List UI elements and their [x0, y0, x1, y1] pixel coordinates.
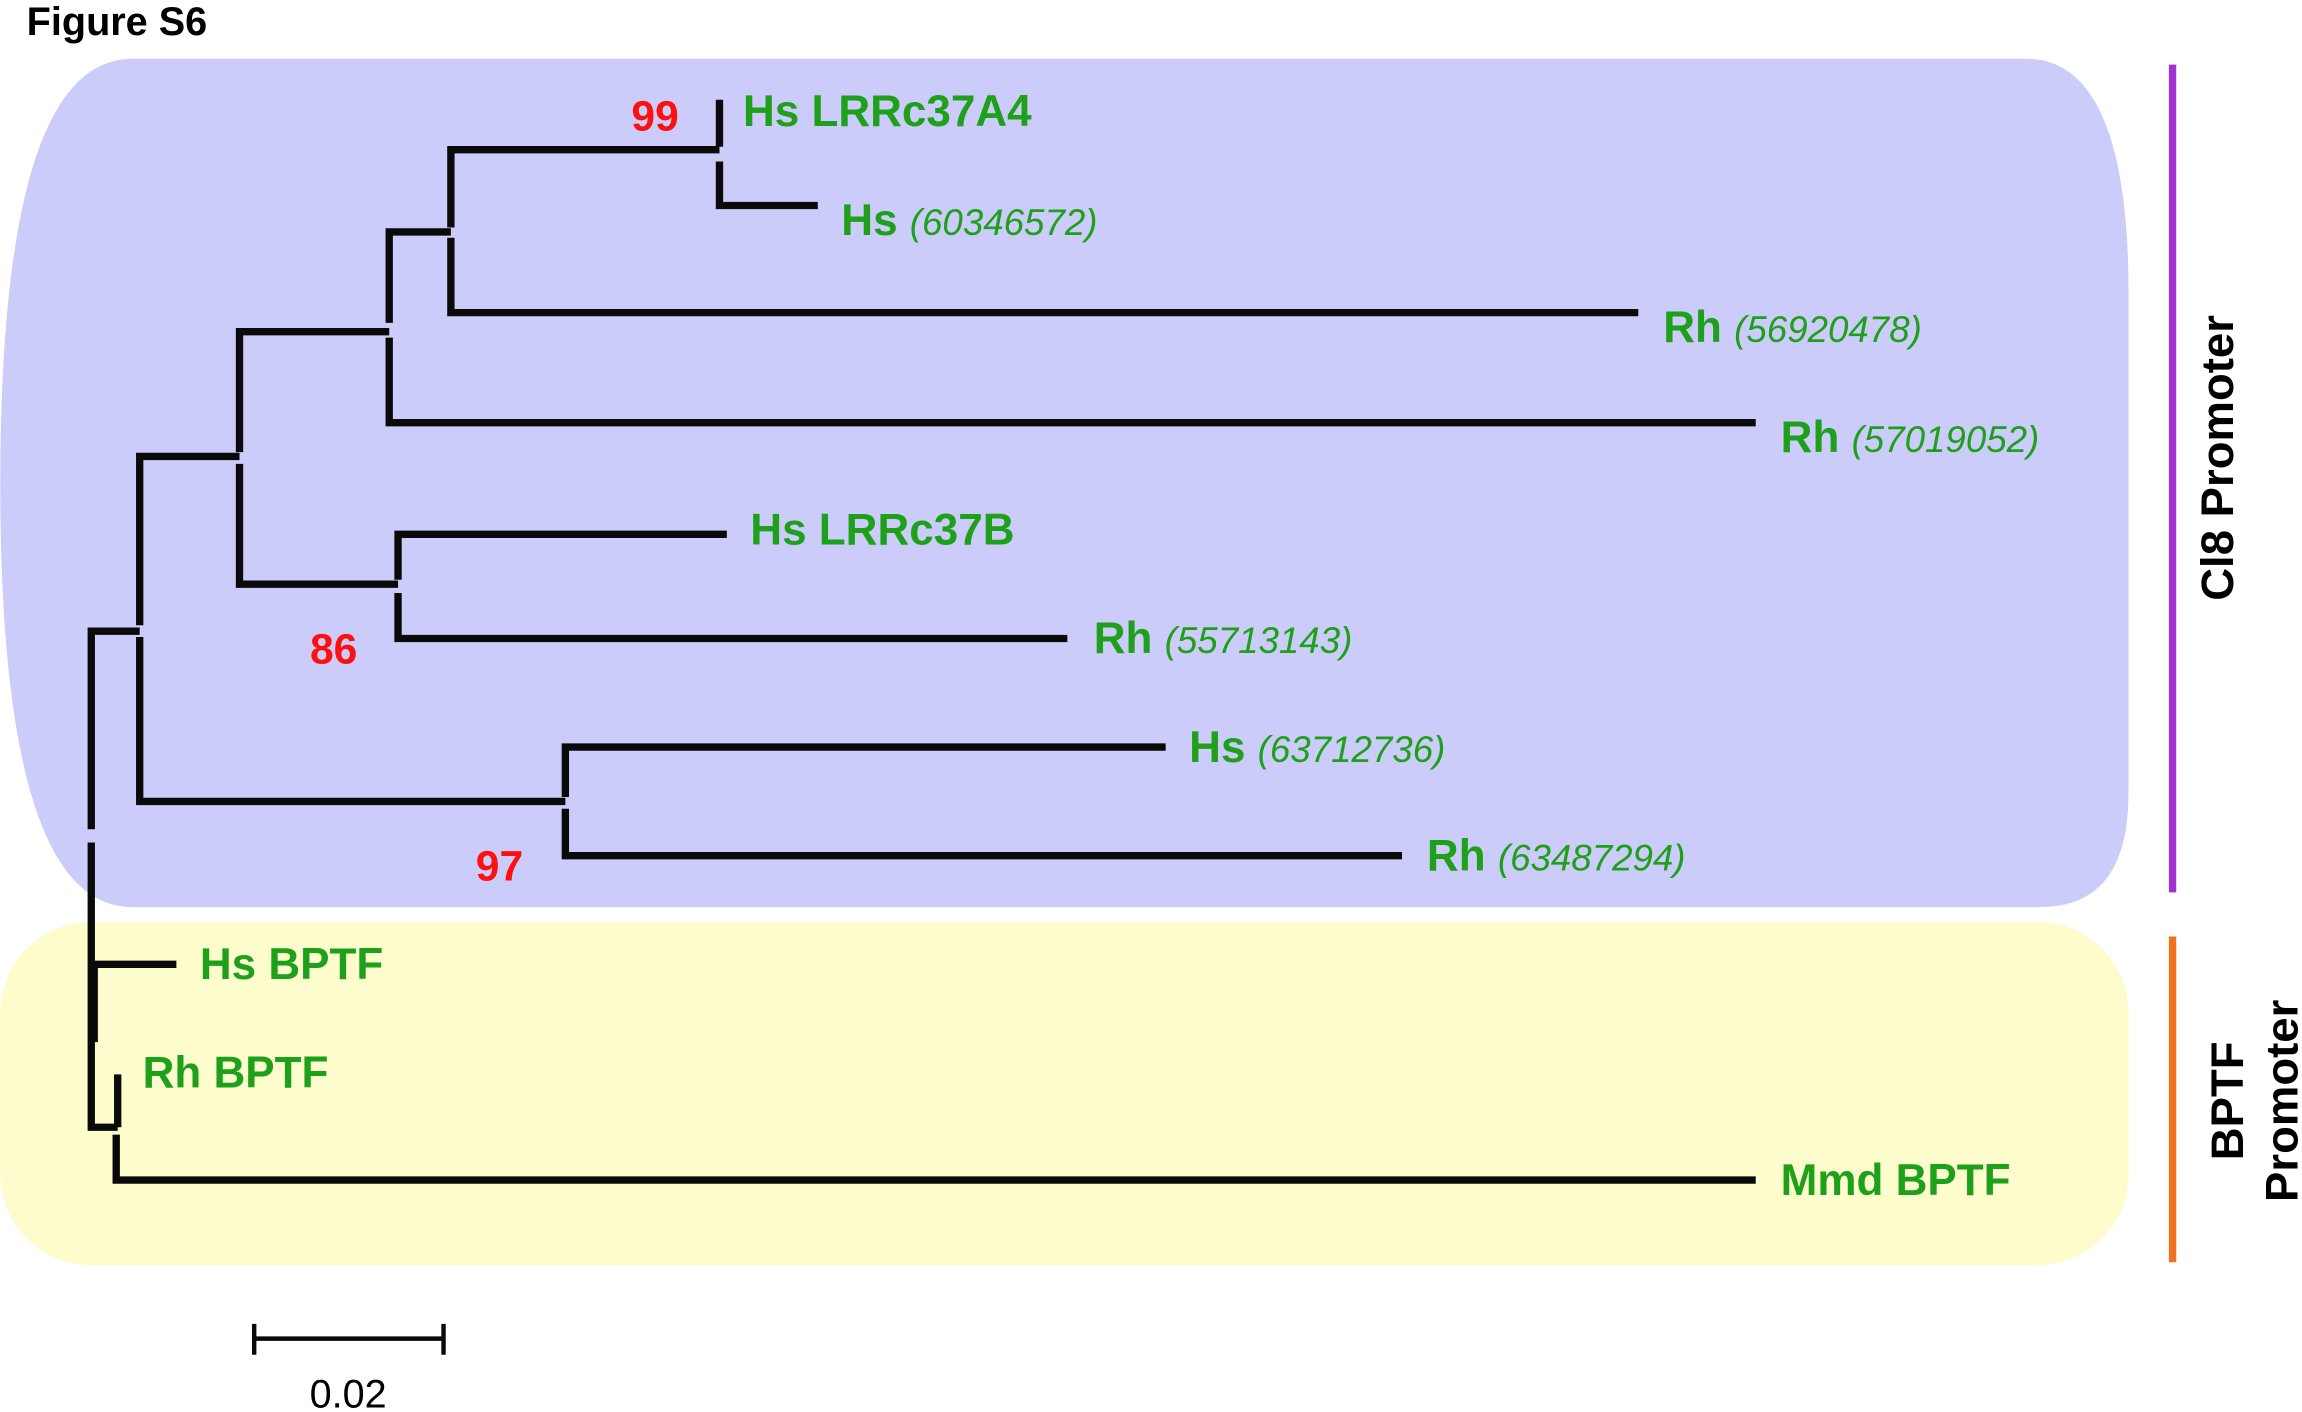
leaf-label: Rh BPTF — [143, 1049, 329, 1098]
branch-node-271 — [394, 530, 1068, 643]
leaf-label: Rh (56920478) — [1663, 303, 1922, 352]
bptf-promoter-label-line1: BPTF — [2202, 1041, 2253, 1160]
branch-hs-bptf — [90, 960, 177, 1043]
cl8-promoter-label: Cl8 Promoter — [2192, 315, 2243, 601]
leaf-label: Rh (57019052) — [1781, 413, 2040, 462]
scale-bar — [251, 1323, 446, 1355]
branch-node-95 — [136, 452, 566, 806]
bptf-promoter-label-line2: Promoter — [2256, 999, 2302, 1202]
tree-branches — [87, 99, 1756, 1184]
branch-node-265 — [385, 228, 1756, 427]
bootstrap-value: 86 — [310, 625, 357, 673]
branch-node-163 — [235, 328, 399, 588]
leaf-label: Rh (63487294) — [1427, 831, 1686, 880]
figure-title: Figure S6 — [27, 0, 208, 44]
leaf-label: Hs (60346572) — [841, 196, 1097, 245]
bootstrap-value: 99 — [631, 93, 678, 141]
leaf-label: Hs BPTF — [200, 940, 383, 989]
branch-root — [87, 627, 140, 1131]
leaf-label: Hs (63712736) — [1189, 723, 1445, 772]
bootstrap-value: 97 — [476, 843, 523, 891]
branch-node-a4 — [715, 99, 818, 210]
branch-mmd-bptf — [112, 1134, 1756, 1184]
leaf-label: Mmd BPTF — [1781, 1156, 2011, 1205]
branch-node-307 — [447, 146, 1639, 317]
leaf-label: Rh (55713143) — [1094, 614, 1353, 663]
leaf-label: Hs LRRc37B — [750, 506, 1014, 555]
cl8-promoter-group-background — [0, 58, 2129, 908]
leaf-label: Hs LRRc37A4 — [743, 87, 1032, 136]
scale-bar-label: 0.02 — [310, 1373, 387, 1412]
branch-node-385 — [561, 743, 1402, 860]
